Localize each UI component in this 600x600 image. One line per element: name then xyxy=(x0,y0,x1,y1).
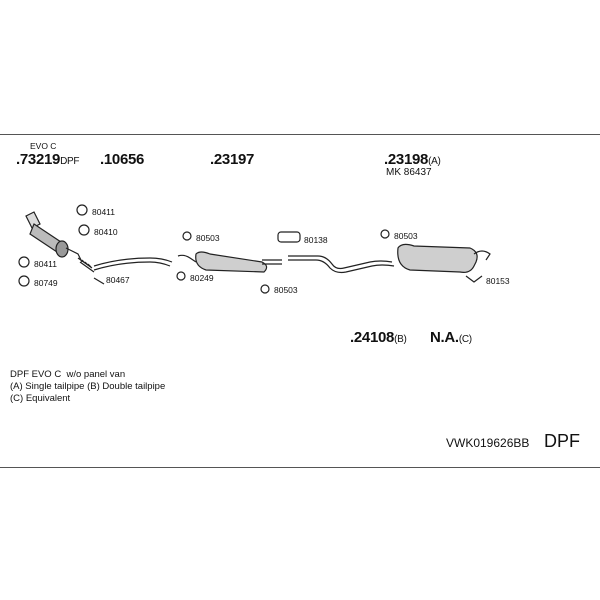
hanger-80503a-drawing xyxy=(182,231,192,241)
middle-pipe-drawing xyxy=(288,255,395,274)
part-24108-suffix: (B) xyxy=(394,334,407,345)
clamp-80411a-drawing xyxy=(76,204,88,216)
note-line-2: (A) Single tailpipe (B) Double tailpipe xyxy=(10,381,166,392)
part-80749-label: 80749 xyxy=(34,278,58,288)
note-line-1-a: DPF EVO C xyxy=(10,369,62,380)
part-73219-super: EVO C xyxy=(30,141,57,151)
part-na-label: N.A.(C) xyxy=(430,330,472,345)
hanger-80503c-drawing xyxy=(380,229,390,239)
part-73219-suffix: DPF xyxy=(60,156,80,167)
part-80153-label: 80153 xyxy=(486,276,510,286)
clamp-80411b-drawing xyxy=(18,256,30,268)
kit-type-tag: DPF xyxy=(544,431,580,451)
clamp-80138-drawing xyxy=(277,231,301,243)
part-na-number: N.A. xyxy=(430,329,459,346)
part-80411b-label: 80411 xyxy=(34,259,58,269)
part-80410-label: 80410 xyxy=(94,227,118,237)
part-80411a-label: 80411 xyxy=(92,207,116,217)
part-23198-number: .23198 xyxy=(384,151,429,168)
part-80503a-label: 80503 xyxy=(196,233,220,243)
part-80503c-label: 80503 xyxy=(394,231,418,241)
part-73219-label: .73219DPF xyxy=(16,151,80,168)
bracket-80153-drawing xyxy=(465,275,483,283)
diagram-frame xyxy=(0,134,600,468)
kit-code: VWK019626BB xyxy=(446,436,530,450)
part-24108-number: .24108 xyxy=(350,329,395,346)
dpf-unit-drawing xyxy=(25,211,83,263)
flex-pipe-drawing xyxy=(77,257,173,273)
note-line-1: DPF EVO C w/o panel van xyxy=(10,369,125,381)
hanger-80249-drawing xyxy=(176,271,186,281)
part-80503b-label: 80503 xyxy=(274,285,298,295)
part-80138-label: 80138 xyxy=(304,235,328,245)
part-23198-label: .23198(A) xyxy=(384,152,441,167)
part-23198-suffix: (A) xyxy=(428,156,441,167)
part-73219-number: .73219 xyxy=(16,151,61,168)
part-na-suffix: (C) xyxy=(458,334,472,345)
rear-silencer-drawing xyxy=(397,243,491,273)
part-80467-label: 80467 xyxy=(106,275,130,285)
clamp-80410-drawing xyxy=(78,224,90,236)
part-10656-label: .10656 xyxy=(100,151,145,168)
note-line-1-b: w/o panel van xyxy=(66,369,126,380)
note-line-3: (C) Equivalent xyxy=(10,393,71,404)
gasket-80467-drawing xyxy=(93,277,105,285)
hanger-80503b-drawing xyxy=(260,284,270,294)
clamp-80749-drawing xyxy=(18,275,30,287)
part-80249-label: 80249 xyxy=(190,273,214,283)
part-24108-label: .24108(B) xyxy=(350,330,407,345)
part-23198-sub: MK 86437 xyxy=(386,167,432,178)
part-23197-label: .23197 xyxy=(210,151,255,168)
front-silencer-drawing xyxy=(177,251,282,273)
